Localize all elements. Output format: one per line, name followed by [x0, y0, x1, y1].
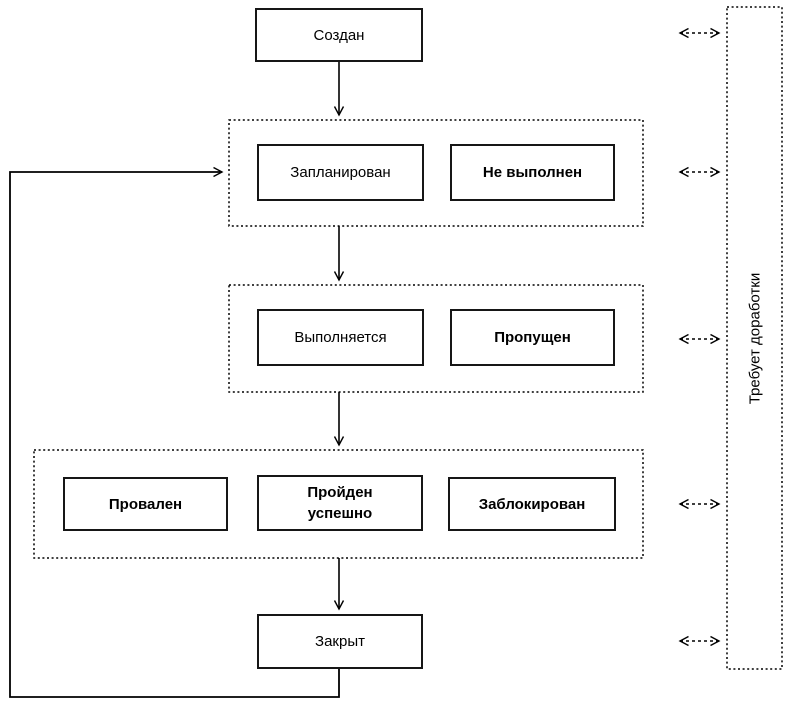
node-planned: Запланирован — [257, 144, 424, 201]
node-not-executed: Не выполнен — [450, 144, 615, 201]
node-failed: Провален — [63, 477, 228, 531]
node-executing: Выполняется — [257, 309, 424, 366]
node-created: Создан — [255, 8, 423, 62]
node-blocked: Заблокирован — [448, 477, 616, 531]
node-closed: Закрыт — [257, 614, 423, 669]
node-skipped: Пропущен — [450, 309, 615, 366]
node-passed: Пройден успешно — [257, 475, 423, 531]
group-planned-outline — [228, 119, 644, 227]
group-executing-outline — [228, 284, 644, 393]
group-rework-outline — [726, 6, 783, 670]
edge-closed-loop-to-planned — [9, 166, 340, 698]
